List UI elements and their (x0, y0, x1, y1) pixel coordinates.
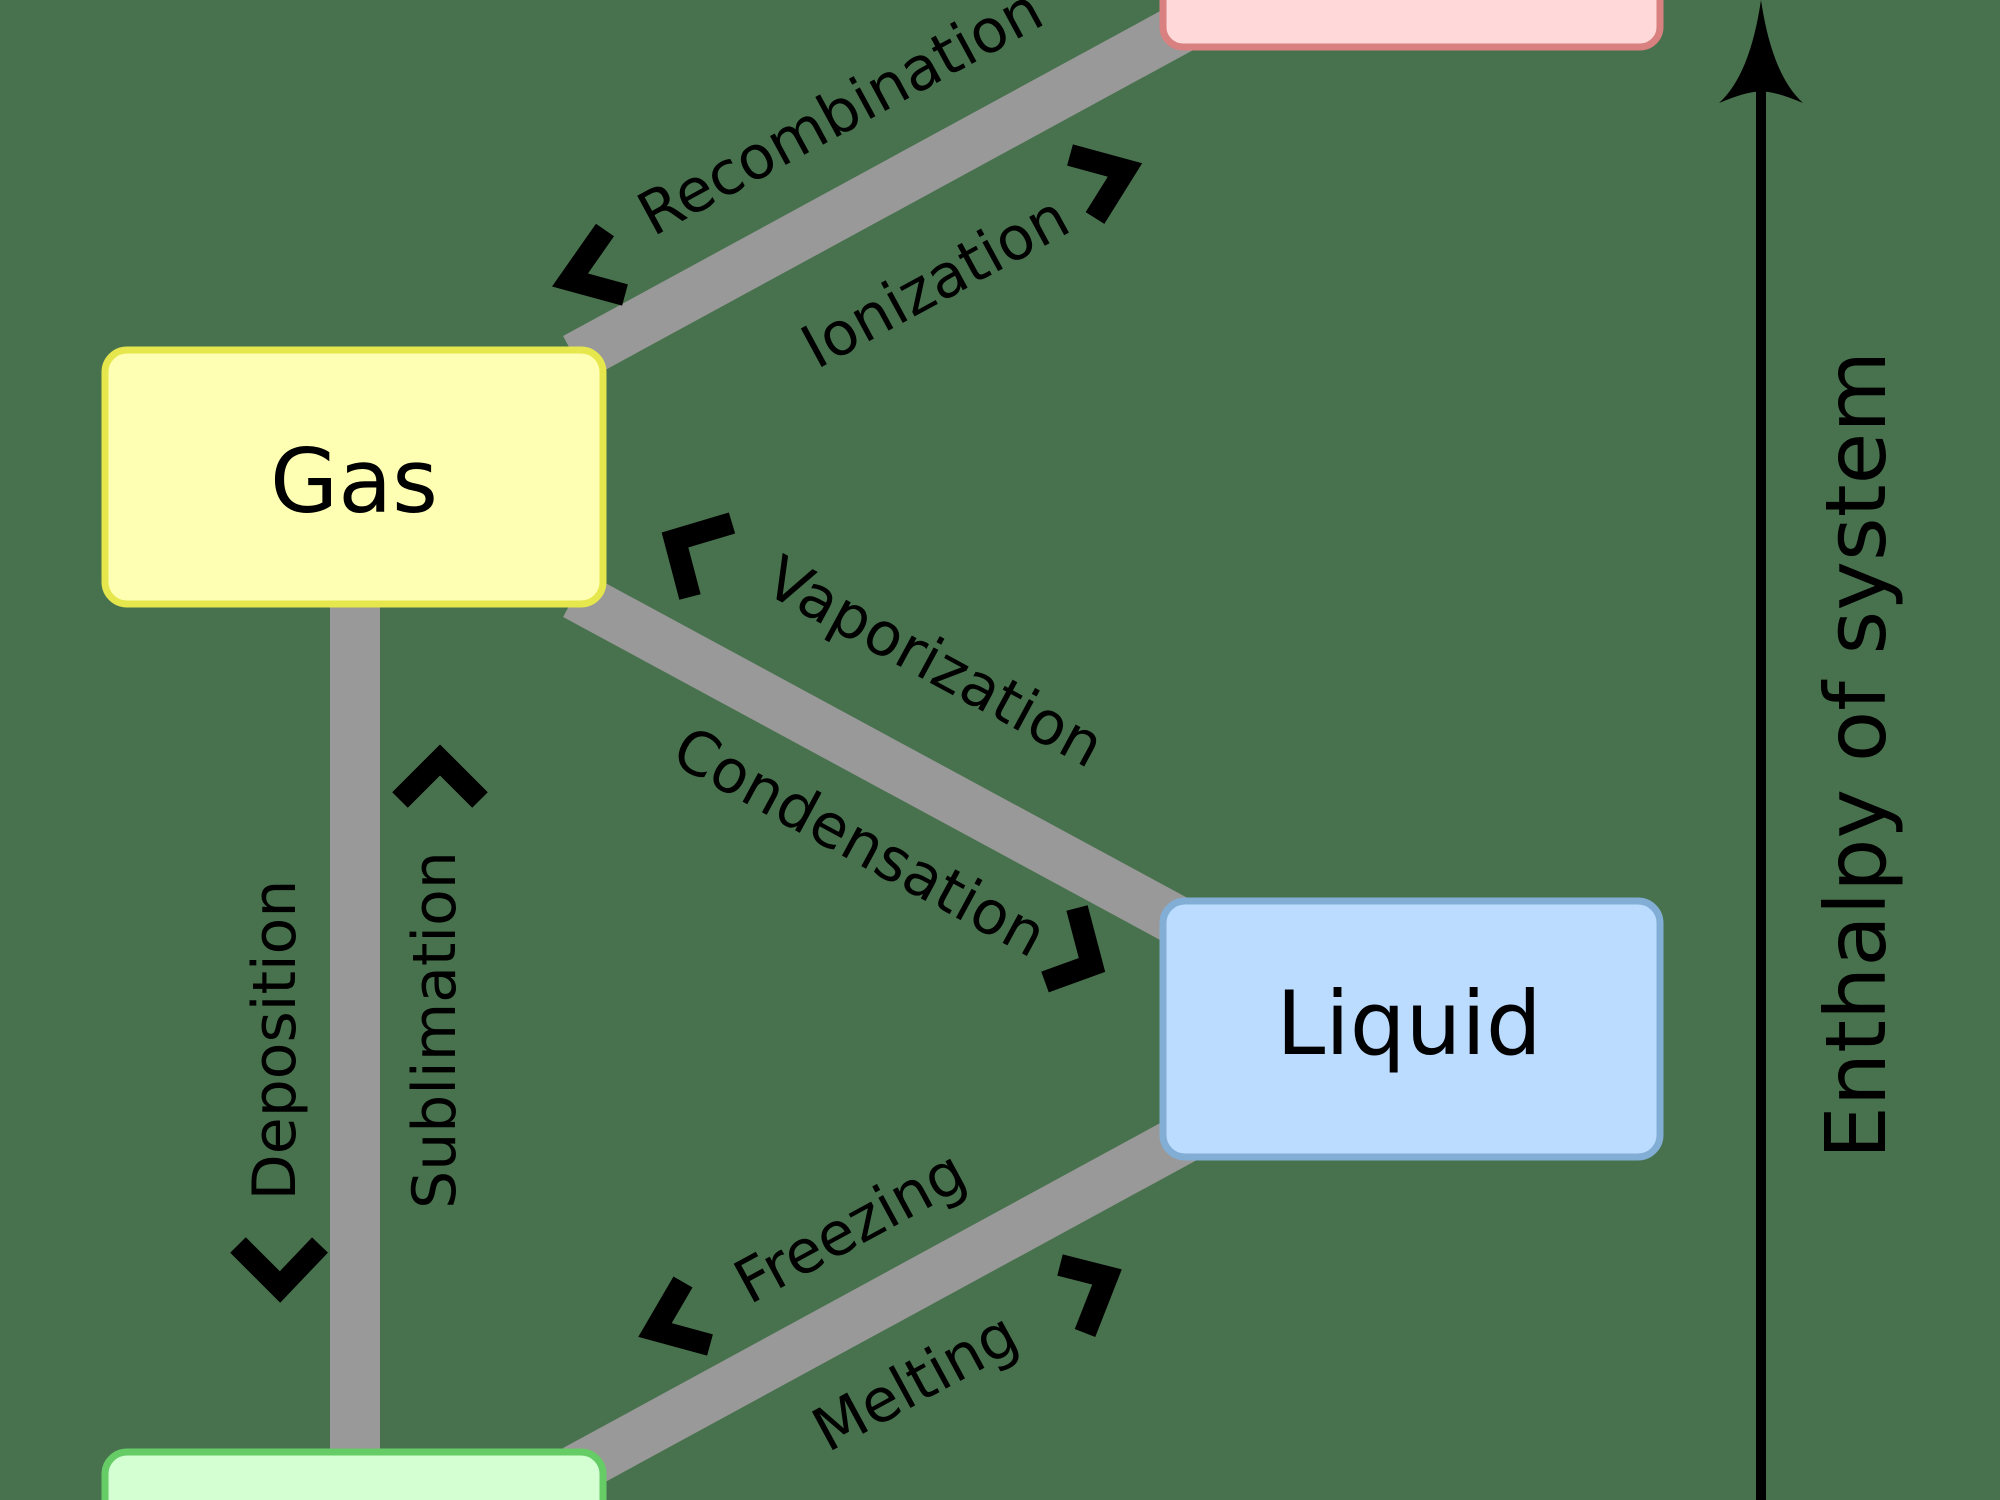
connectors (330, 4, 1197, 1492)
label-deposition: Deposition (240, 880, 310, 1201)
chevron-deposition-icon (230, 1237, 328, 1303)
node-liquid-label: Liquid (1276, 972, 1541, 1075)
node-plasma (1159, 0, 1664, 51)
connector-gas-plasma (563, 4, 1197, 380)
chevron-recombination-icon (552, 223, 628, 306)
node-gas-label: Gas (270, 430, 438, 533)
node-solid-box (101, 1448, 607, 1500)
chevron-melting-icon (1057, 1254, 1122, 1338)
chevron-condensation-icon (1041, 905, 1106, 993)
label-sublimation: Sublimation (400, 851, 470, 1209)
node-liquid-box (1159, 897, 1664, 1161)
chevron-freezing-icon (638, 1276, 713, 1356)
node-liquid: Liquid (1159, 897, 1664, 1161)
node-gas-box (101, 346, 607, 608)
axis-label: Enthalpy of system (1807, 351, 1905, 1159)
enthalpy-axis: Enthalpy of system (1719, 0, 1905, 1500)
connector-liquid-solid (563, 1116, 1197, 1492)
axis-arrowhead-icon (1719, 0, 1803, 103)
chevron-ionization-icon (1067, 144, 1143, 224)
node-plasma-box (1159, 0, 1664, 51)
connector-gas-liquid (563, 573, 1197, 947)
node-gas: Gas (101, 346, 607, 608)
node-solid (101, 1448, 607, 1500)
chevron-vaporization-icon (661, 512, 736, 600)
chevron-sublimation-icon (392, 744, 488, 808)
